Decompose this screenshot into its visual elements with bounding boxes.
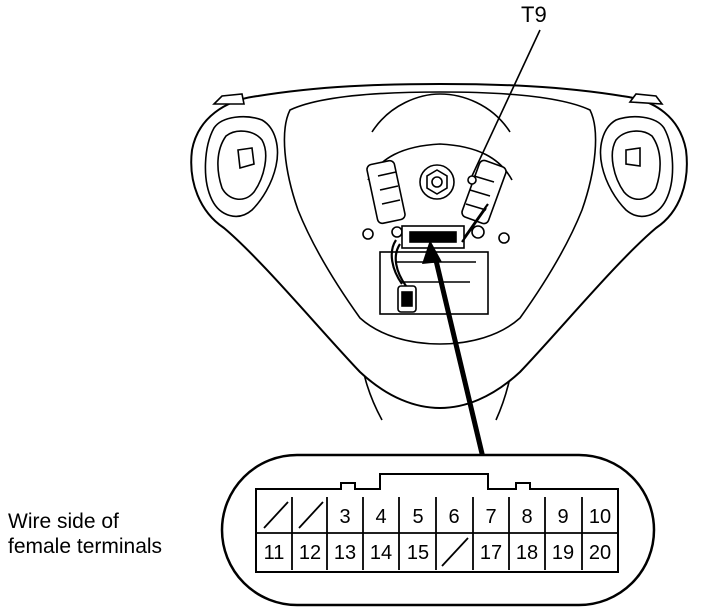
terminal-label: 14 [370, 542, 392, 564]
unused-terminal-marks [263, 501, 469, 567]
terminal-numbers-top: 3 4 5 6 7 8 9 10 [339, 506, 611, 528]
terminal-label: 19 [552, 542, 574, 564]
t9-callout-label: T9 [521, 2, 547, 27]
unused-terminal-1 [263, 501, 289, 529]
terminal-label: 20 [589, 542, 611, 564]
right-cartridge [461, 159, 510, 244]
right-spoke-tab [628, 93, 664, 105]
terminal-label: 12 [299, 542, 321, 564]
terminal-label: 7 [485, 506, 496, 528]
wire-side-caption: Wire side of female terminals [8, 509, 162, 559]
terminal-label: 10 [589, 506, 611, 528]
unused-terminal-2 [298, 501, 324, 529]
terminal-label: 8 [521, 506, 532, 528]
terminal-label: 6 [448, 506, 459, 528]
terminal-label: 9 [557, 506, 568, 528]
t9-leader-line [471, 29, 541, 177]
left-cartridge [362, 159, 406, 240]
terminal-label: 15 [407, 542, 429, 564]
terminal-label: 3 [339, 506, 350, 528]
left-spoke-tab [212, 93, 245, 105]
terminal-label: 11 [264, 542, 285, 564]
left-switch-panel [204, 115, 279, 218]
terminal-label: 17 [480, 542, 502, 564]
terminal-label: 13 [334, 542, 356, 564]
connector-grid [256, 497, 618, 570]
terminal-label: 18 [516, 542, 538, 564]
caption-line-2: female terminals [8, 535, 163, 558]
wire-harness [390, 203, 489, 287]
terminal-label: 5 [412, 506, 423, 528]
unused-terminal-16 [441, 537, 469, 567]
connector-face [255, 473, 619, 573]
terminal-label: 4 [375, 506, 386, 528]
caption-line-1: Wire side of [8, 510, 119, 533]
connector-housing [220, 453, 656, 607]
center-nut [419, 164, 455, 200]
connector-arrow [422, 240, 487, 463]
terminal-numbers-bottom: 11 12 13 14 15 17 18 19 20 [264, 542, 612, 564]
small-plug [397, 285, 417, 313]
right-switch-panel [599, 115, 674, 218]
